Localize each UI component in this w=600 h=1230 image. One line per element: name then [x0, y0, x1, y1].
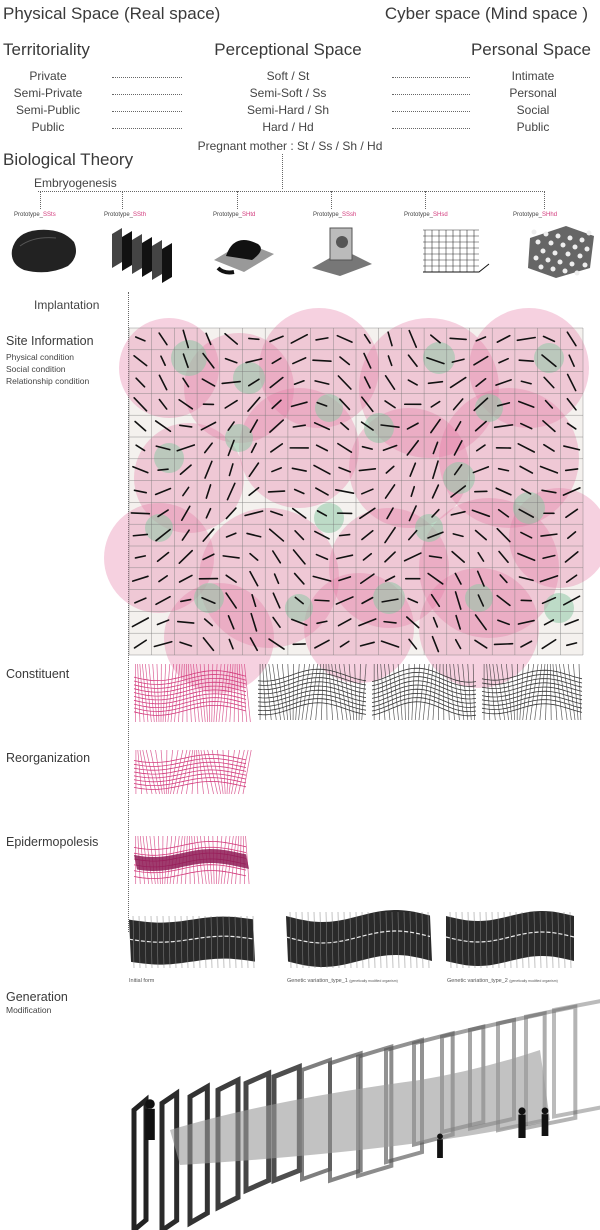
territoriality-item: Private [29, 69, 67, 83]
prototype-render [11, 229, 76, 273]
variation-type2-caption: Genetic variation_type_2 (genetically mo… [447, 978, 558, 984]
prototype-label: Prototype_SSth [104, 212, 146, 218]
personal-heading: Personal Space [470, 40, 591, 59]
constituent-pattern-pink [133, 663, 251, 723]
connector-dots-right [392, 77, 470, 78]
site-condition-2: Social condition [6, 364, 66, 374]
connector-dots-left [112, 128, 182, 129]
initial-form-caption: Initial form [129, 978, 155, 984]
prototype-prefix: Prototype_ [513, 212, 543, 218]
connector-dots-left [112, 111, 182, 112]
embryogenesis-label: Embryogenesis [34, 176, 117, 190]
prototype-code: SHhd [542, 212, 558, 218]
prototype-code: SHtd [242, 212, 256, 218]
prototype-code: SSsh [342, 212, 357, 218]
territoriality-item: Semi-Private [13, 86, 83, 100]
physical-space-title: Physical Space (Real space) [3, 4, 221, 23]
reorganization-pattern [133, 749, 252, 795]
pregnant-mother-text: Pregnant mother : St / Ss / Sh / Hd [197, 139, 383, 153]
variation-type2-render [445, 911, 575, 969]
perceptional-item: Semi-Hard / Sh [246, 103, 330, 117]
prototype-render [312, 227, 372, 276]
generation-heading: Generation [6, 990, 68, 1004]
biological-heading: Biological Theory [3, 150, 134, 169]
generation-frames-render [131, 999, 600, 1230]
prototype-connector [331, 191, 332, 209]
prototype-connector [425, 191, 426, 209]
personal-item: Public [516, 120, 550, 134]
connector-dots-left [112, 94, 182, 95]
prototype-label: Prototype_SSsh [313, 212, 356, 218]
prototype-connector [122, 191, 123, 209]
connector-dots-right [392, 111, 470, 112]
prototype-connector [544, 191, 545, 209]
initial-form-render [128, 915, 255, 969]
territoriality-item: Public [31, 120, 65, 134]
prototype-prefix: Prototype_ [213, 212, 243, 218]
site-condition-1: Physical condition [6, 352, 75, 362]
prototype-render [112, 228, 172, 283]
prototype-connector [40, 191, 41, 209]
personal-item: Personal [509, 86, 557, 100]
reorganization-label: Reorganization [6, 751, 91, 765]
connector-line [282, 154, 283, 189]
prototype-label: Prototype_SHhd [513, 212, 557, 218]
variation-type1-render [285, 910, 432, 969]
epidermopolesis-pattern [133, 835, 250, 885]
prototype-prefix: Prototype_ [313, 212, 343, 218]
prototype-label: Prototype_SHtd [213, 212, 255, 218]
prototype-render [214, 240, 274, 275]
territoriality-heading: Territoriality [3, 40, 90, 59]
generation-sub: Modification [6, 1005, 52, 1015]
connector-dots-right [392, 128, 470, 129]
process-spine-line [128, 292, 129, 932]
prototype-label: Prototype_SHsd [404, 212, 448, 218]
constituent-pattern-grid-2 [371, 663, 477, 721]
cyber-space-title: Cyber space (Mind space ) [384, 4, 588, 23]
constituent-label: Constituent [6, 667, 70, 681]
connector-dots-left [112, 77, 182, 78]
constituent-pattern-grid-3 [481, 663, 583, 721]
prototype-label: Prototype_SSts [14, 212, 56, 218]
connector-dots-right [392, 94, 470, 95]
prototype-prefix: Prototype_ [404, 212, 434, 218]
site-vector-field-map [104, 308, 600, 693]
prototype-connector [237, 191, 238, 209]
prototype-code: SHsd [433, 212, 448, 218]
epidermopolesis-label: Epidermopolesis [6, 835, 99, 849]
prototype-prefix: Prototype_ [14, 212, 44, 218]
perceptional-item: Semi-Soft / Ss [249, 86, 327, 100]
personal-item: Social [516, 103, 550, 117]
perceptional-item: Hard / Hd [262, 120, 314, 134]
prototype-render [423, 229, 490, 273]
perceptional-heading: Perceptional Space [214, 40, 362, 59]
prototype-prefix: Prototype_ [104, 212, 134, 218]
perceptional-item: Soft / St [266, 69, 310, 83]
implantation-label: Implantation [34, 298, 100, 312]
site-condition-3: Relationship condition [6, 376, 90, 386]
site-info-heading: Site Information [6, 334, 94, 348]
personal-item: Intimate [511, 69, 555, 83]
constituent-pattern-grid-1 [257, 663, 367, 721]
territoriality-item: Semi-Public [15, 103, 81, 117]
prototype-render [528, 226, 594, 278]
prototype-code: SSts [43, 212, 56, 218]
variation-type1-caption: Genetic variation_type_1 (genetically mo… [287, 978, 398, 984]
prototype-code: SSth [133, 212, 147, 218]
branch-line [38, 191, 545, 192]
